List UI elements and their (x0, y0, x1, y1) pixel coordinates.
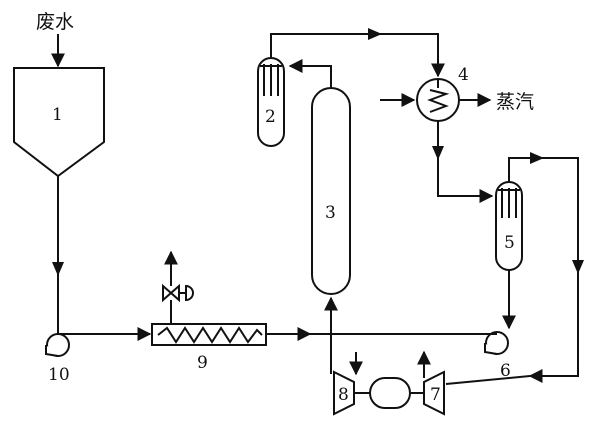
flow-arrow-right-2 (530, 152, 544, 164)
settling-tank-1 (13, 67, 105, 178)
flow-arrow-down (52, 262, 64, 276)
column-overhead-line (288, 59, 332, 88)
label-steam: 蒸汽 (496, 91, 534, 113)
motor (369, 377, 411, 409)
loop-return-line (445, 375, 531, 385)
label-wastewater: 废水 (36, 11, 74, 33)
flow-arrow-right (368, 28, 382, 40)
label-2: 2 (265, 107, 276, 127)
compressor-8 (333, 370, 355, 416)
condenser-2 (257, 57, 285, 147)
stripping-column-3 (311, 87, 351, 295)
heater-to-separator-line (437, 121, 494, 203)
vent-valve (162, 250, 194, 324)
steam-heater-4 (416, 78, 460, 122)
flow-arrow-down-3 (572, 260, 584, 274)
condenser-to-heater-line (270, 33, 445, 78)
separator-5 (495, 181, 523, 271)
label-10: 10 (48, 365, 70, 385)
pump-10 (45, 333, 76, 357)
label-5: 5 (504, 233, 515, 253)
label-9: 9 (197, 353, 208, 373)
flow-arrow-down-2 (432, 146, 444, 160)
label-6: 6 (500, 361, 511, 381)
label-1: 1 (52, 105, 63, 125)
label-4: 4 (458, 65, 469, 85)
pump-6 (484, 331, 509, 355)
preheater-9 (151, 323, 267, 346)
separator-overhead-loop (508, 157, 579, 383)
turbine-7 (423, 370, 445, 416)
label-3: 3 (325, 203, 336, 223)
label-8: 8 (338, 385, 349, 405)
label-7: 7 (430, 385, 441, 405)
